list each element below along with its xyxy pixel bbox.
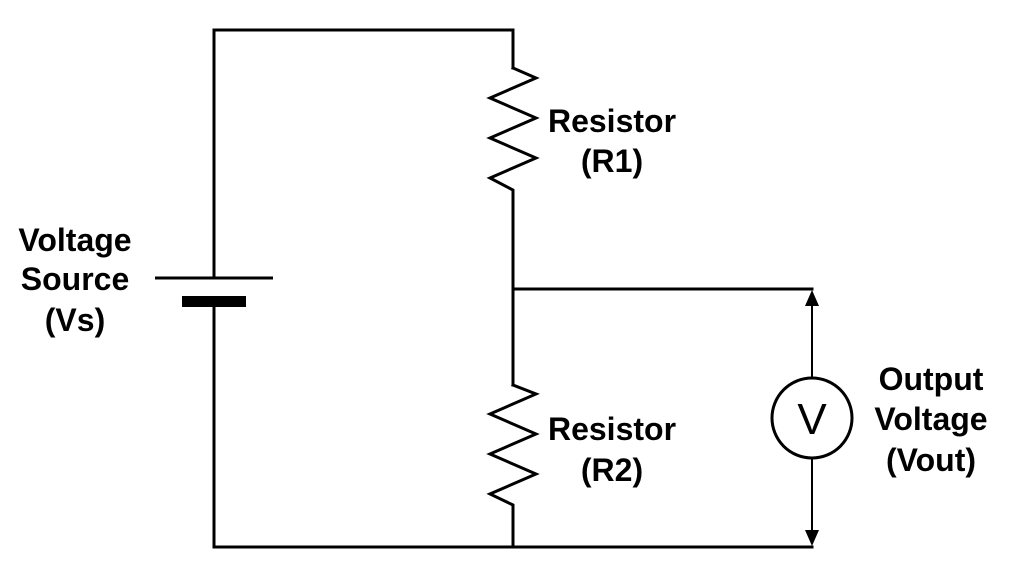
arrowhead-down-icon [805,530,819,546]
voltage-source-line2: Source [21,261,129,297]
resistor-r1-line2: (R1) [581,143,643,179]
output-voltage-line1: Output [879,361,984,397]
top-left-wire [212,28,515,280]
voltmeter-circle [770,376,854,460]
voltage-source-line3: (Vs) [45,302,105,338]
arrowhead-up-icon [805,290,819,306]
resistor-r2-line2: (R2) [581,452,643,488]
bottom-left-wire [212,301,515,549]
output-voltage-line2: Voltage [874,401,987,437]
battery-symbol [155,276,273,307]
output-voltage-label: Output Voltage (Vout) [874,361,987,478]
voltage-source-label: Voltage Source (Vs) [18,222,131,338]
resistor-r2-symbol [486,383,540,549]
voltmeter-letter: V [797,395,827,444]
resistor-r2-label: Resistor (R2) [548,411,676,488]
resistor-r1-symbol [486,66,540,197]
voltmeter-symbol: V [770,376,854,460]
voltage-source-line1: Voltage [18,222,131,258]
resistor-r1-label: Resistor (R1) [548,103,676,179]
resistor-r2-line1: Resistor [548,411,676,447]
output-voltage-line3: (Vout) [886,442,976,478]
resistor-r1-line1: Resistor [548,103,676,139]
battery-negative-plate [182,296,246,307]
